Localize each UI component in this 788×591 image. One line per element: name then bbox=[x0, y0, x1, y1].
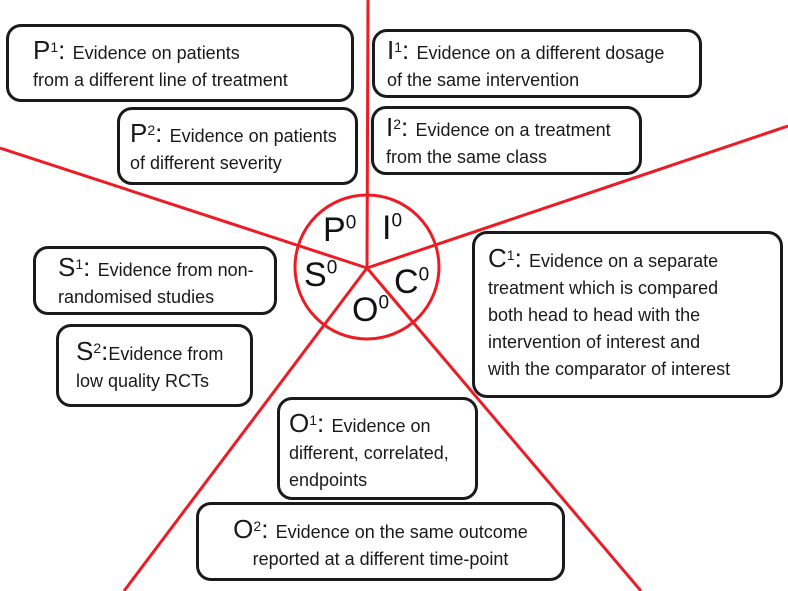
sector-superscript: 0 bbox=[391, 210, 403, 232]
box-text-line: of different severity bbox=[130, 153, 282, 173]
sector-superscript: 0 bbox=[345, 212, 357, 234]
box-text-line: of the same intervention bbox=[387, 70, 580, 90]
box-text-line: C1: Evidence on a separate bbox=[488, 243, 719, 273]
hub-circle bbox=[293, 193, 441, 341]
divider-line-upper-left bbox=[0, 146, 368, 270]
box-text-line: I2: Evidence on a treatment bbox=[386, 112, 611, 142]
sector-superscript: 0 bbox=[326, 257, 338, 279]
box-text-line: O2: Evidence on the same outcome bbox=[233, 514, 528, 544]
box-text-line: intervention of interest and bbox=[488, 332, 701, 352]
i2-evidence-box: I2: Evidence on a treatment from the sam… bbox=[371, 106, 642, 175]
sector-superscript: 0 bbox=[378, 292, 390, 314]
box-text-line: endpoints bbox=[289, 470, 368, 490]
divider-line-up bbox=[365, 0, 370, 269]
box-key: S1: bbox=[58, 252, 98, 282]
box-text-line: P2: Evidence on patients bbox=[130, 118, 337, 148]
sector-letter: C bbox=[394, 263, 419, 301]
box-text-line: from a different line of treatment bbox=[33, 70, 288, 90]
hub-sector-label-s0: S0 bbox=[304, 258, 337, 292]
sector-letter: I bbox=[382, 209, 392, 247]
o2-evidence-box: O2: Evidence on the same outcome reporte… bbox=[196, 502, 565, 581]
box-text-line: P1: Evidence on patients bbox=[33, 35, 240, 65]
box-key: O1: bbox=[289, 408, 332, 438]
box-text-line: S1: Evidence from non- bbox=[58, 252, 254, 282]
box-text-line: different, correlated, bbox=[289, 443, 449, 463]
c1-evidence-box: C1: Evidence on a separate treatment whi… bbox=[472, 231, 783, 398]
sector-superscript: 0 bbox=[418, 264, 430, 286]
p1-evidence-box: P1: Evidence on patients from a differen… bbox=[6, 24, 354, 102]
s2-evidence-box: S2:Evidence from low quality RCTs bbox=[56, 324, 253, 407]
i1-evidence-box: I1: Evidence on a different dosage of th… bbox=[372, 29, 702, 98]
box-key: P1: bbox=[33, 35, 73, 65]
box-text-line: O1: Evidence on bbox=[289, 408, 431, 438]
hub-sector-label-c0: C0 bbox=[394, 265, 429, 299]
box-text-line: randomised studies bbox=[58, 287, 215, 307]
box-text-line: both head to head with the bbox=[488, 305, 701, 325]
divider-line-lower-left bbox=[122, 267, 369, 591]
s1-evidence-box: S1: Evidence from non- randomised studie… bbox=[33, 246, 277, 315]
hub-sector-label-o0: O0 bbox=[352, 293, 389, 327]
hub-sector-label-p0: P0 bbox=[323, 213, 356, 247]
box-text-line: reported at a different time-point bbox=[252, 549, 509, 569]
box-text-line: with the comparator of interest bbox=[488, 359, 731, 379]
sector-letter: O bbox=[352, 291, 379, 329]
box-key: I1: bbox=[387, 35, 417, 65]
hub-sector-label-i0: I0 bbox=[382, 211, 402, 245]
box-text-line: low quality RCTs bbox=[76, 371, 210, 391]
o1-evidence-box: O1: Evidence on different, correlated, e… bbox=[277, 397, 478, 500]
sector-letter: P bbox=[323, 211, 346, 249]
box-text-line: I1: Evidence on a different dosage bbox=[387, 35, 665, 65]
sector-letter: S bbox=[304, 256, 327, 294]
box-text-line: from the same class bbox=[386, 147, 548, 167]
p2-evidence-box: P2: Evidence on patients of different se… bbox=[117, 107, 358, 185]
box-key: P2: bbox=[130, 118, 170, 148]
divider-line-upper-right bbox=[366, 124, 788, 270]
box-key: C1: bbox=[488, 243, 530, 273]
box-text-line: S2:Evidence from bbox=[76, 336, 224, 366]
box-key: S2: bbox=[76, 336, 109, 366]
box-key: I2: bbox=[386, 112, 416, 142]
box-text-line: treatment which is compared bbox=[488, 278, 719, 298]
box-key: O2: bbox=[233, 514, 276, 544]
